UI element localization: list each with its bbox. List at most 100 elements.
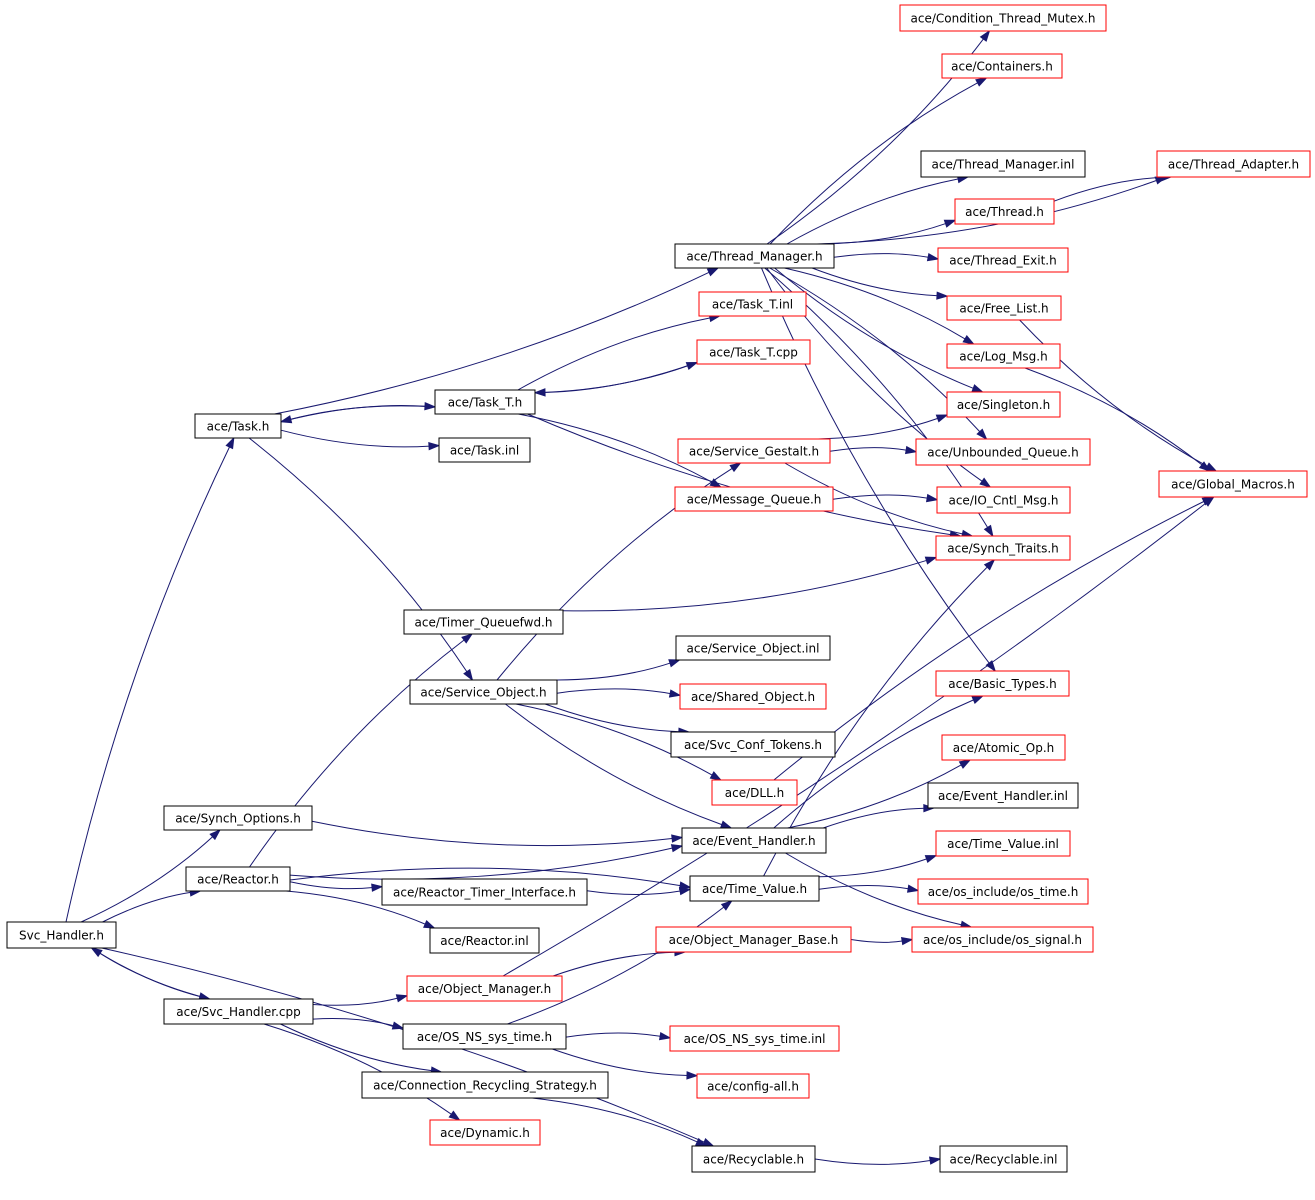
node-time-value-h[interactable]: ace/Time_Value.h (689, 875, 820, 902)
edge-line (833, 253, 930, 258)
node-thread-exit-h[interactable]: ace/Thread_Exit.h (937, 247, 1069, 273)
node-reactor-inl[interactable]: ace/Reactor.inl (429, 927, 540, 954)
node-service-object-h[interactable]: ace/Service_Object.h (409, 679, 558, 705)
node-event-handler-inl[interactable]: ace/Event_Handler.inl (927, 782, 1079, 809)
node-thread-adapter-h[interactable]: ace/Thread_Adapter.h (1156, 150, 1311, 178)
edge-task_t_h-to-task_t_cpp (534, 361, 699, 394)
node-os-ns-sys-time-h[interactable]: ace/OS_NS_sys_time.h (402, 1023, 567, 1050)
edge-event_handler_h-to-event_handler_inl (823, 804, 936, 829)
edge-arrowhead (975, 77, 988, 87)
node-recyclable-h[interactable]: ace/Recyclable.h (691, 1145, 816, 1173)
node-thread-manager-inl[interactable]: ace/Thread_Manager.inl (920, 150, 1086, 178)
node-service-gestalt-h[interactable]: ace/Service_Gestalt.h (677, 438, 831, 464)
edge-os_ns_sys_time_h-to-os_ns_sys_time_inl (565, 1032, 672, 1041)
edge-recyclable_h-to-recyclable_inl (814, 1156, 942, 1165)
node-unbounded-queue-h[interactable]: ace/Unbounded_Queue.h (915, 438, 1091, 466)
edge-object_manager_h-to-global_macros_h (502, 496, 1215, 977)
node-label: ace/Log_Msg.h (959, 350, 1047, 364)
edge-line (543, 362, 698, 393)
node-basic-types-h[interactable]: ace/Basic_Types.h (935, 670, 1070, 697)
node-task-t-cpp[interactable]: ace/Task_T.cpp (696, 339, 811, 365)
node-box (1156, 150, 1311, 178)
edge-line (544, 703, 680, 733)
node-synch-options-h[interactable]: ace/Synch_Options.h (163, 805, 313, 831)
node-free-list-h[interactable]: ace/Free_List.h (946, 295, 1062, 321)
node-task-h[interactable]: ace/Task.h (194, 413, 282, 439)
node-log-msg-h[interactable]: ace/Log_Msg.h (946, 343, 1061, 369)
node-label: ace/Event_Handler.inl (938, 789, 1068, 803)
node-task-t-h[interactable]: ace/Task_T.h (434, 389, 536, 415)
edge-line (565, 1032, 662, 1038)
edge-arrowhead (719, 820, 733, 829)
node-box (409, 679, 558, 705)
edge-synch_options_h-to-event_handler_h (311, 820, 684, 847)
nodes-layer: Svc_Handler.h ace/Task.h ace/Task_T.h ace/T… (6, 4, 1311, 1173)
edge-line (289, 405, 436, 420)
node-svc-conf-tokens-h[interactable]: ace/Svc_Conf_Tokens.h (670, 731, 836, 758)
edge-thread_manager_h-to-containers_h (769, 77, 988, 245)
node-box (935, 670, 1070, 697)
node-global-macros-h[interactable]: ace/Global_Macros.h (1158, 470, 1308, 498)
node-thread-manager-h[interactable]: ace/Thread_Manager.h (674, 243, 835, 269)
node-os-ns-sys-time-inl[interactable]: ace/OS_NS_sys_time.inl (669, 1025, 840, 1052)
edge-line (289, 881, 374, 890)
edge-line (850, 939, 904, 943)
node-box (941, 53, 1063, 79)
node-label: ace/Connection_Recycling_Strategy.h (373, 1079, 597, 1093)
node-event-handler-h[interactable]: ace/Event_Handler.h (681, 827, 827, 854)
node-box (185, 866, 291, 892)
node-object-manager-h[interactable]: ace/Object_Manager.h (406, 975, 563, 1002)
node-label: ace/Synch_Options.h (175, 812, 301, 826)
node-reactor-h[interactable]: ace/Reactor.h (185, 866, 291, 892)
node-time-value-inl[interactable]: ace/Time_Value.inl (935, 830, 1071, 857)
node-label: ace/OS_NS_sys_time.h (417, 1030, 552, 1044)
node-svc-handler-h: Svc_Handler.h (6, 921, 117, 949)
node-label: ace/Reactor_Timer_Interface.h (393, 886, 576, 900)
node-label: ace/config-all.h (707, 1080, 799, 1094)
edge-line (832, 494, 929, 500)
node-dynamic-h[interactable]: ace/Dynamic.h (429, 1119, 541, 1146)
node-message-queue-h[interactable]: ace/Message_Queue.h (674, 486, 834, 512)
node-synch-traits-h[interactable]: ace/Synch_Traits.h (935, 535, 1071, 561)
edge-line (1019, 319, 1209, 468)
node-connection-recycling-strategy-h[interactable]: ace/Connection_Recycling_Strategy.h (361, 1071, 609, 1099)
node-timer-queuefwd-h[interactable]: ace/Timer_Queuefwd.h (403, 609, 564, 635)
edge-svc_handler_cpp-to-svc_handler_h (90, 947, 210, 1000)
node-os-signal-h[interactable]: ace/os_include/os_signal.h (911, 926, 1094, 953)
edge-reactor_h-to-timer_queuefwd_h (249, 633, 474, 868)
node-os-time-h[interactable]: ace/os_include/os_time.h (917, 878, 1089, 905)
node-label: ace/Service_Object.h (420, 686, 546, 700)
node-box (6, 921, 117, 949)
node-box (946, 343, 1061, 369)
node-recyclable-inl[interactable]: ace/Recyclable.inl (939, 1145, 1068, 1173)
node-box (946, 391, 1061, 418)
node-svc-handler-cpp[interactable]: ace/Svc_Handler.cpp (163, 998, 314, 1025)
node-service-object-inl[interactable]: ace/Service_Object.inl (675, 635, 831, 661)
edge-arrowhead (926, 253, 940, 262)
edge-service_object_h-to-event_handler_h (505, 703, 733, 829)
edge-line (784, 462, 964, 535)
edge-arrowhead (936, 291, 949, 300)
node-condition-thread-mutex-h[interactable]: ace/Condition_Thread_Mutex.h (899, 4, 1107, 32)
node-config-all-h[interactable]: ace/config-all.h (696, 1073, 810, 1099)
node-task-inl[interactable]: ace/Task.inl (438, 437, 531, 463)
node-box (899, 4, 1107, 32)
node-object-manager-base-h[interactable]: ace/Object_Manager_Base.h (655, 926, 852, 953)
node-dll-h[interactable]: ace/DLL.h (711, 779, 798, 806)
node-singleton-h[interactable]: ace/Singleton.h (946, 391, 1061, 418)
node-label: ace/Shared_Object.h (691, 690, 815, 704)
node-containers-h[interactable]: ace/Containers.h (941, 53, 1063, 79)
node-task-t-inl[interactable]: ace/Task_T.inl (698, 291, 807, 317)
node-thread-h[interactable]: ace/Thread.h (954, 198, 1055, 225)
node-reactor-timer-interface-h[interactable]: ace/Reactor_Timer_Interface.h (381, 878, 588, 906)
edge-line (248, 437, 468, 673)
node-shared-object-h[interactable]: ace/Shared_Object.h (679, 683, 827, 710)
edge-line (769, 81, 979, 245)
node-box (674, 243, 835, 269)
node-box (939, 1145, 1068, 1173)
node-io-cntl-msg-h[interactable]: ace/IO_Cntl_Msg.h (936, 486, 1071, 514)
node-atomic-op-h[interactable]: ace/Atomic_Op.h (941, 734, 1066, 761)
edge-reactor_timer_interface_h-to-time_value_h (586, 886, 692, 896)
node-label: ace/Svc_Handler.cpp (176, 1005, 301, 1019)
